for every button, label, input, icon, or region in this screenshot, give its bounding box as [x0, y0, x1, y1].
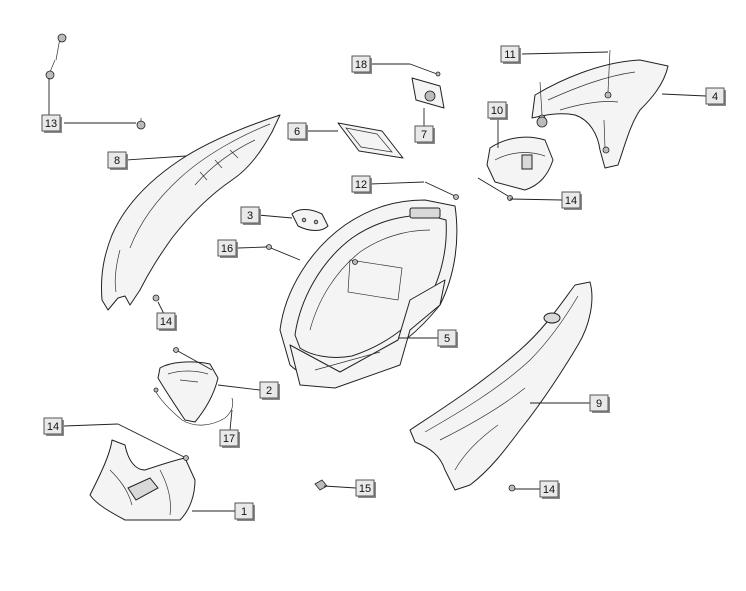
part-10-tail-cover	[486, 116, 554, 191]
callout-box	[217, 239, 237, 257]
callout-label: 3	[247, 210, 253, 222]
part-14-nut-lower	[508, 484, 516, 492]
callout-box	[156, 312, 176, 330]
part-8-left-side-panel	[101, 114, 281, 311]
part-4-grab-rail	[531, 49, 669, 169]
part-14-bolt-left	[152, 294, 213, 371]
callout-label: 13	[45, 118, 57, 130]
callout-c4: 4	[705, 87, 726, 106]
part-9-right-side-panel	[409, 281, 593, 491]
part-5-storage-bin	[279, 199, 458, 389]
part-12-bolt	[424, 181, 459, 200]
callout-box	[351, 55, 371, 73]
callout-label: 14	[160, 316, 172, 328]
callout-box	[41, 114, 61, 132]
callout-c6: 6	[287, 122, 308, 141]
callout-label: 16	[221, 243, 233, 255]
callout-box	[437, 329, 457, 347]
callout-c17: 17	[219, 429, 240, 448]
callout-label: 2	[266, 385, 272, 397]
callout-box	[287, 122, 307, 140]
callout-c11: 11	[500, 45, 521, 64]
callout-box	[589, 394, 609, 412]
callout-c12: 12	[351, 175, 372, 194]
part-2-inner-cover	[157, 361, 219, 423]
part-7-bracket	[411, 77, 445, 109]
callout-label: 1	[241, 506, 247, 518]
part-13-hardware	[45, 33, 146, 130]
callout-label: 4	[712, 91, 718, 103]
callout-box	[561, 191, 581, 209]
callout-c14d: 14	[539, 480, 560, 499]
part-17-wire	[153, 387, 234, 426]
callout-label: 14	[565, 195, 577, 207]
part-15-clip	[314, 479, 328, 491]
callout-c14b: 14	[156, 312, 177, 331]
callout-c14c: 14	[43, 417, 64, 436]
callout-c9: 9	[589, 394, 610, 413]
callout-box	[259, 381, 279, 399]
callout-c13: 13	[41, 114, 62, 133]
callout-c3: 3	[240, 206, 261, 225]
callout-box	[107, 151, 127, 169]
part-1-front-cover	[89, 423, 196, 521]
callout-label: 14	[47, 421, 59, 433]
callout-box	[539, 480, 559, 498]
callout-label: 6	[294, 126, 300, 138]
part-18-bolt	[409, 63, 441, 77]
callout-label: 7	[421, 129, 427, 141]
callout-box	[500, 45, 520, 63]
callout-c1: 1	[234, 502, 255, 521]
leader-lines	[48, 51, 707, 512]
callout-label: 9	[596, 398, 602, 410]
callout-label: 12	[355, 179, 367, 191]
callout-c8: 8	[107, 151, 128, 170]
callout-c16: 16	[217, 239, 238, 258]
part-6-frame-plate	[337, 122, 404, 159]
callout-c15: 15	[355, 479, 376, 498]
part-16-bolt	[265, 244, 301, 261]
callout-box	[487, 101, 507, 119]
callout-label: 14	[543, 484, 555, 496]
callout-c5: 5	[437, 329, 458, 348]
callout-label: 11	[504, 49, 515, 61]
callout-box	[705, 87, 725, 105]
callout-label: 15	[359, 483, 371, 495]
callout-box	[43, 417, 63, 435]
callout-label: 17	[223, 433, 235, 445]
callout-box	[355, 479, 375, 497]
callout-label: 18	[355, 59, 367, 71]
callout-c18: 18	[351, 55, 372, 74]
callout-c2: 2	[259, 381, 280, 400]
callout-label: 8	[114, 155, 120, 167]
callout-box	[414, 125, 434, 143]
callout-c14a: 14	[561, 191, 582, 210]
callout-label: 10	[491, 105, 503, 117]
callout-label: 5	[444, 333, 450, 345]
callout-box	[219, 429, 239, 447]
callout-box	[234, 502, 254, 520]
callout-box	[351, 175, 371, 193]
part-3-pad	[291, 209, 329, 231]
callout-box	[240, 206, 260, 224]
callout-c7: 7	[414, 125, 435, 144]
callout-c10: 10	[487, 101, 508, 120]
